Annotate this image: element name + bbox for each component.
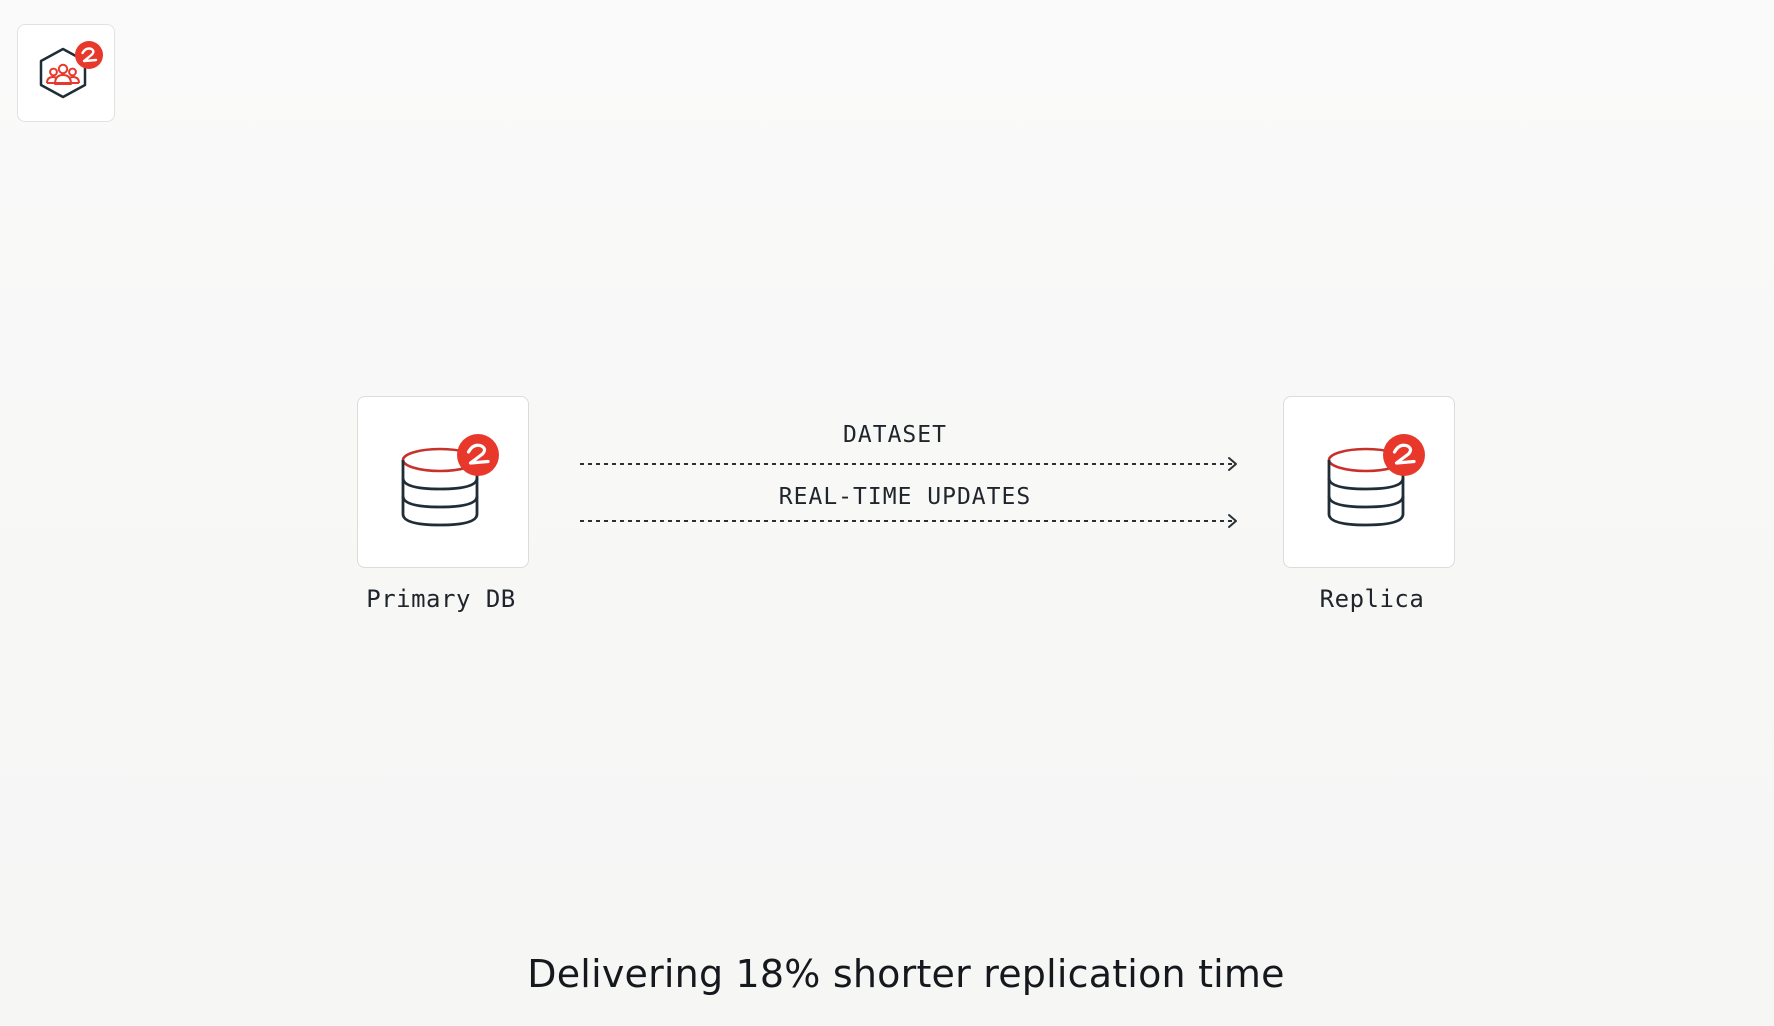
redis-badge-icon (457, 434, 499, 476)
caption: Delivering 18% shorter replication time (527, 952, 1285, 996)
database-icon (1327, 434, 1425, 527)
replica-node[interactable] (1283, 396, 1455, 568)
hexagon-users-icon (39, 41, 103, 99)
dataset-flow-label: DATASET (843, 422, 947, 448)
redis-badge-icon (75, 41, 103, 69)
arrow-head-icon (1228, 457, 1237, 471)
primary-db-label: Primary DB (366, 585, 516, 613)
dataset-arrow (580, 457, 1237, 471)
redis-badge-icon (1383, 434, 1425, 476)
primary-db-node[interactable] (357, 396, 529, 568)
database-icon (401, 434, 499, 527)
realtime-updates-arrow (580, 514, 1237, 528)
app-logo[interactable] (17, 24, 115, 122)
arrow-head-icon (1228, 514, 1237, 528)
realtime-updates-flow-label: REAL-TIME UPDATES (778, 484, 1032, 510)
replica-label: Replica (1319, 585, 1425, 613)
